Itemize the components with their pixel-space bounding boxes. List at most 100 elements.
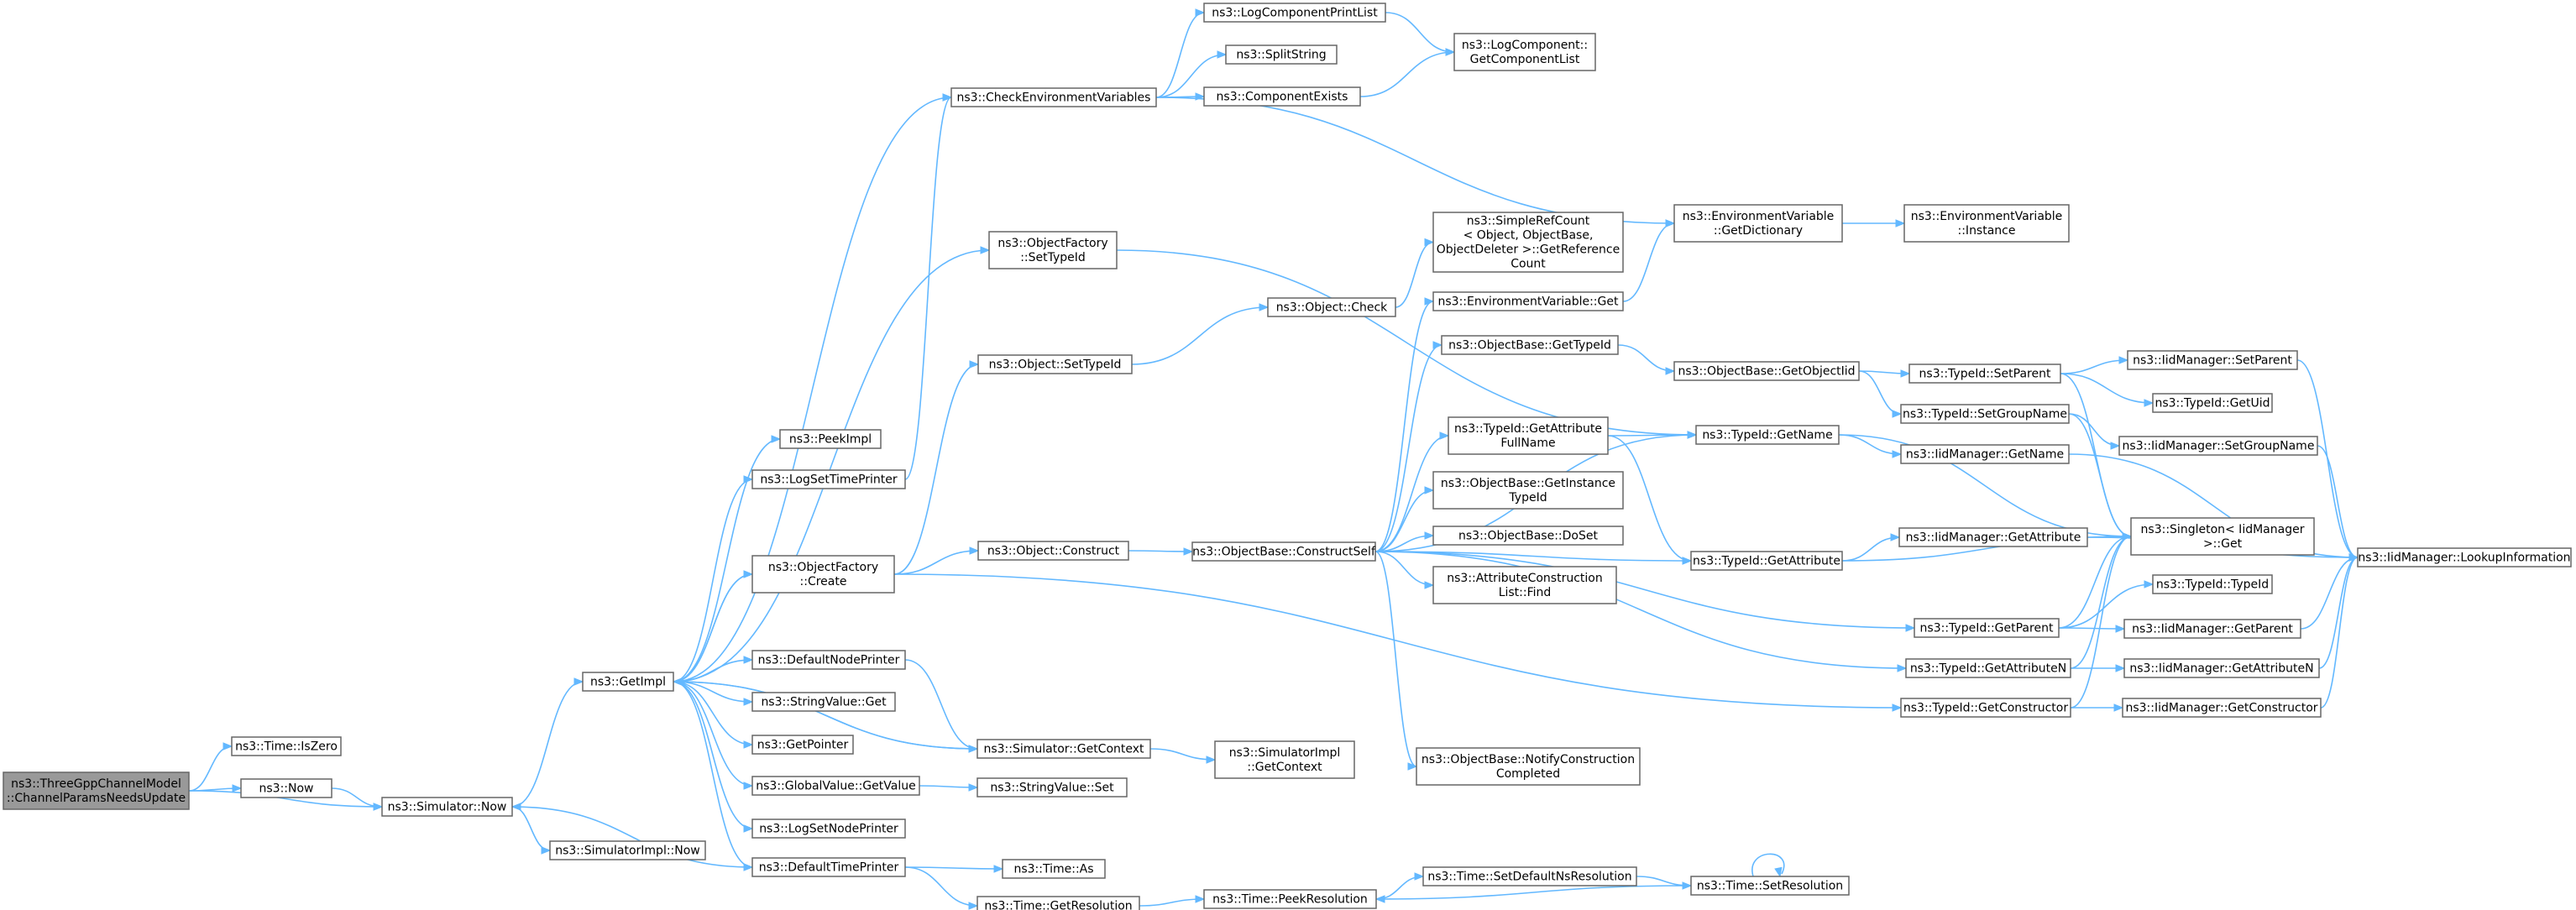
- node-label: ::GetDictionary: [1714, 224, 1803, 238]
- node-time-peekresolution[interactable]: ns3::Time::PeekResolution: [1203, 889, 1377, 909]
- node-time-iszero[interactable]: ns3::Time::IsZero: [231, 736, 342, 756]
- node-box: [1673, 204, 1843, 243]
- edge-checkenv-to-envvar-getdictionary: [1155, 97, 1676, 228]
- node-box: [1900, 698, 2071, 718]
- node-envvar-get[interactable]: ns3::EnvironmentVariable::Get: [1432, 291, 1624, 311]
- arrow-head: [980, 246, 991, 254]
- arrow-head: [1900, 369, 1911, 378]
- node-object-settypeid[interactable]: ns3::Object::SetTypeId: [977, 354, 1133, 374]
- node-typeid-typeid[interactable]: ns3::TypeId::TypeId: [2152, 574, 2273, 594]
- edge-objbase-constructself-to-objbase-gettypeid: [1374, 341, 1443, 552]
- node-time-setresolution[interactable]: ns3::Time::SetResolution: [1690, 876, 1850, 896]
- node-typeid-setgroupname[interactable]: ns3::TypeId::SetGroupName: [1900, 404, 2070, 424]
- node-logsettimeprinter[interactable]: ns3::LogSetTimePrinter: [751, 469, 906, 489]
- edge-typeid-getconstructor-to-iidmgr-getconstructor: [2071, 703, 2124, 712]
- node-typeid-setparent[interactable]: ns3::TypeId::SetParent: [1908, 363, 2061, 384]
- node-objfactory-settypeid[interactable]: ns3::ObjectFactory::SetTypeId: [988, 231, 1118, 269]
- edge-line: [1858, 370, 1902, 415]
- node-iidmgr-setgroupname[interactable]: ns3::IidManager::SetGroupName: [2118, 436, 2318, 456]
- node-sim-getcontext[interactable]: ns3::Simulator::GetContext: [976, 739, 1151, 759]
- node-getimpl[interactable]: ns3::GetImpl: [582, 672, 674, 692]
- edge-logsettimeprinter-to-checkenv: [904, 93, 953, 480]
- node-splitstring[interactable]: ns3::SplitString: [1225, 44, 1338, 65]
- node-typeid-getuid[interactable]: ns3::TypeId::GetUid: [2152, 393, 2273, 413]
- node-label: ns3::StringValue::Get: [761, 696, 887, 709]
- node-typeid-getattributen[interactable]: ns3::TypeId::GetAttributeN: [1905, 658, 2071, 678]
- node-getpointer[interactable]: ns3::GetPointer: [751, 735, 854, 755]
- node-object-check[interactable]: ns3::Object::Check: [1267, 297, 1396, 317]
- edge-defaulttimeprinter-to-time-getresolution: [904, 866, 979, 910]
- edge-objfactory-create-to-object-settypeid: [893, 360, 980, 575]
- node-objbase-doset[interactable]: ns3::ObjectBase::DoSet: [1432, 526, 1624, 546]
- node-defaultnodeprinter[interactable]: ns3::DefaultNodePrinter: [751, 650, 906, 670]
- node-objfactory-create[interactable]: ns3::ObjectFactory::Create: [751, 555, 895, 594]
- node-logcompprintlist[interactable]: ns3::LogComponentPrintList: [1203, 3, 1386, 23]
- node-logsetnodeprinter[interactable]: ns3::LogSetNodePrinter: [751, 818, 906, 839]
- edge-iidmgr-getconstructor-to-iidmgr-lookupinfo: [2320, 553, 2359, 709]
- node-objbase-notifyconstruction[interactable]: ns3::ObjectBase::NotifyConstructionCompl…: [1416, 747, 1641, 786]
- node-time-setdefaultnsres[interactable]: ns3::Time::SetDefaultNsResolution: [1422, 866, 1637, 886]
- node-envvar-instance[interactable]: ns3::EnvironmentVariable::Instance: [1903, 204, 2070, 243]
- node-iidmgr-lookupinfo[interactable]: ns3::IidManager::LookupInformation: [2357, 547, 2572, 567]
- node-object-construct[interactable]: ns3::Object::Construct: [977, 541, 1129, 561]
- node-iidmgr-getattributen[interactable]: ns3::IidManager::GetAttributeN: [2123, 658, 2320, 678]
- node-typeid-getattribute[interactable]: ns3::TypeId::GetAttribute: [1690, 551, 1843, 571]
- node-label: ns3::EnvironmentVariable::Get: [1438, 295, 1619, 309]
- node-iidmgr-getconstructor[interactable]: ns3::IidManager::GetConstructor: [2122, 698, 2322, 718]
- node-stringvalue-set[interactable]: ns3::StringValue::Set: [976, 777, 1128, 798]
- node-label: ns3::GlobalValue::GetValue: [756, 780, 915, 793]
- node-typeid-getname[interactable]: ns3::TypeId::GetName: [1695, 425, 1840, 445]
- node-envvar-getdictionary[interactable]: ns3::EnvironmentVariable::GetDictionary: [1673, 204, 1843, 243]
- node-peekimpl[interactable]: ns3::PeekImpl: [779, 429, 882, 449]
- edge-objbase-constructself-to-objbase-notifyconstruction: [1374, 551, 1418, 771]
- arrow-head: [2118, 356, 2129, 364]
- node-simplerefcount[interactable]: ns3::SimpleRefCount< Object, ObjectBase,…: [1432, 212, 1624, 273]
- edge-line: [1607, 434, 1697, 437]
- node-simimpl-getcontext[interactable]: ns3::SimulatorImpl::GetContext: [1214, 740, 1355, 779]
- node-singleton-get[interactable]: ns3::Singleton< IidManager>::Get: [2130, 517, 2315, 556]
- node-time-getresolution[interactable]: ns3::Time::GetResolution: [976, 896, 1140, 910]
- edge-time-setresolution-to-time-setresolution: [1751, 853, 1785, 878]
- arrow-head: [232, 784, 243, 792]
- node-objbase-gettypeid[interactable]: ns3::ObjectBase::GetTypeId: [1441, 335, 1619, 355]
- node-sim-now[interactable]: ns3::Simulator::Now: [381, 797, 513, 817]
- node-globalvalue-getvalue[interactable]: ns3::GlobalValue::GetValue: [751, 776, 920, 796]
- node-iidmgr-getparent[interactable]: ns3::IidManager::GetParent: [2123, 619, 2301, 639]
- node-objbase-getobjectiid[interactable]: ns3::ObjectBase::GetObjectIid: [1673, 361, 1860, 381]
- edge-objbase-gettypeid-to-objbase-getobjectiid: [1617, 344, 1676, 375]
- node-root[interactable]: ns3::ThreeGppChannelModel::ChannelParams…: [3, 771, 190, 810]
- node-iidmgr-getattribute[interactable]: ns3::IidManager::GetAttribute: [1898, 527, 2088, 547]
- node-defaulttimeprinter[interactable]: ns3::DefaultTimePrinter: [751, 857, 906, 877]
- edge-line: [673, 681, 978, 750]
- node-time-as[interactable]: ns3::Time::As: [1002, 859, 1106, 879]
- node-iidmgr-setparent[interactable]: ns3::IidManager::SetParent: [2127, 350, 2298, 370]
- node-logcomp-getcomplist[interactable]: ns3::LogComponent::GetComponentList: [1453, 33, 1596, 71]
- node-componentexists[interactable]: ns3::ComponentExists: [1203, 86, 1361, 107]
- arrow-head: [743, 656, 754, 664]
- node-objbase-constructself[interactable]: ns3::ObjectBase::ConstructSelf: [1191, 541, 1376, 562]
- arrow-head: [1259, 303, 1270, 311]
- node-box: [2127, 350, 2298, 370]
- edge-line: [1155, 54, 1227, 98]
- node-iidmgr-getname[interactable]: ns3::IidManager::GetName: [1900, 444, 2070, 464]
- node-simimpl-now[interactable]: ns3::SimulatorImpl::Now: [549, 840, 706, 860]
- edge-line: [1128, 550, 1193, 552]
- node-stringvalue-get[interactable]: ns3::StringValue::Get: [751, 692, 896, 712]
- node-label: ns3::TypeId::GetAttribute: [1693, 555, 1840, 568]
- edge-line: [1139, 898, 1205, 907]
- node-typeid-getparent[interactable]: ns3::TypeId::GetParent: [1914, 618, 2060, 638]
- edge-line: [1374, 301, 1434, 552]
- node-box: [1203, 889, 1377, 909]
- node-now[interactable]: ns3::Now: [240, 778, 332, 798]
- node-box: [1453, 33, 1596, 71]
- node-label: ns3::Object::SetTypeId: [989, 358, 1122, 372]
- arrow-head: [2144, 580, 2155, 588]
- edge-typeid-setgroupname-to-singleton-get: [2068, 413, 2133, 541]
- node-typeid-getconstructor[interactable]: ns3::TypeId::GetConstructor: [1900, 698, 2071, 718]
- edge-typeid-getname-to-iidmgr-getname: [1838, 434, 1903, 458]
- node-box: [1203, 86, 1361, 107]
- node-checkenv[interactable]: ns3::CheckEnvironmentVariables: [950, 87, 1157, 107]
